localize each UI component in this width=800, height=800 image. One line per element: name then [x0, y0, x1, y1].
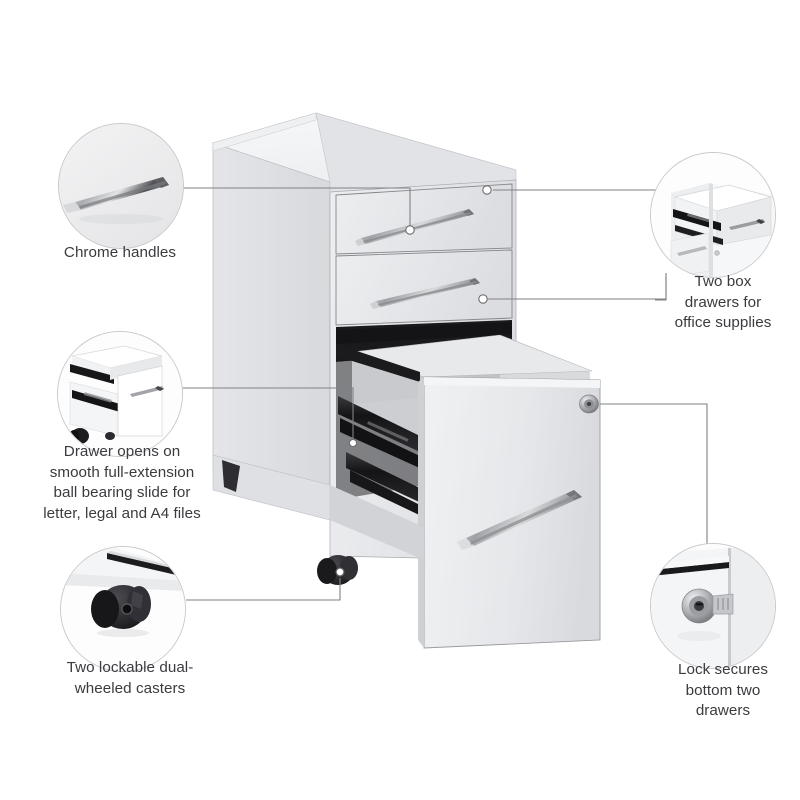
box-drawer-second [335, 249, 513, 326]
cabinet-base-and-casters [212, 454, 424, 585]
drawer-slide-detail-icon [58, 332, 182, 456]
cabinet-body [211, 112, 517, 561]
callout-label-lock: Lock secures bottom two drawers [677, 661, 769, 719]
ball-bearing-slides [338, 396, 434, 522]
leader-casters [186, 578, 341, 601]
hotspot-markers [335, 185, 492, 577]
file-drawer-open-inner [336, 322, 593, 449]
callout-label-box-drawers: Two box drawers for office supplies [674, 273, 772, 331]
leader-box-drawer-second [487, 273, 667, 300]
marker-slide [348, 438, 358, 448]
caster-wheel-detail-icon [61, 547, 185, 671]
lock-cylinder [579, 394, 599, 414]
marker-chrome-handle [405, 225, 415, 235]
detail-bubble-box-drawers [650, 152, 776, 278]
detail-bubble-chrome-handles [58, 123, 184, 249]
drawer-cavity [336, 320, 512, 500]
drawer-handle-second [370, 278, 480, 309]
marker-caster [335, 567, 345, 577]
callout-label-ball-bearing-slide: Drawer opens on smooth full-extension ba… [43, 443, 201, 522]
chrome-handle-detail-icon [59, 124, 183, 248]
leader-chrome-handles [182, 187, 411, 228]
leader-lock [600, 403, 708, 546]
detail-bubble-casters [60, 546, 186, 672]
detail-bubble-ball-bearing-slide [57, 331, 183, 457]
drawer-handle-open [457, 490, 582, 550]
leader-lines [182, 187, 708, 601]
lock-with-key-detail-icon [651, 544, 775, 668]
marker-box-drawer-top [482, 185, 492, 195]
leader-slide [182, 387, 354, 440]
detail-bubble-lock [650, 543, 776, 669]
open-box-drawer-detail-icon [651, 153, 775, 277]
file-drawer-front-face [418, 376, 601, 649]
box-drawer-top [335, 183, 513, 255]
caster-front [317, 555, 358, 585]
marker-box-drawer-second [478, 294, 488, 304]
callout-label-chrome-handles: Chrome handles [63, 244, 177, 261]
drawer-handle-top [355, 209, 474, 246]
callout-label-casters: Two lockable dual- wheeled casters [66, 659, 194, 697]
